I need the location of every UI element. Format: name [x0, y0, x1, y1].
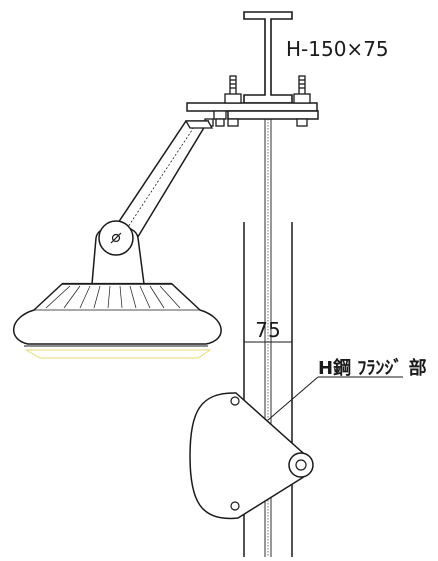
dimension-label: 75 [255, 318, 280, 342]
luminaire-fins [45, 285, 181, 309]
luminaire-head [12, 282, 222, 359]
flange-label: H鋼 ﾌﾗﾝｼﾞ 部 [318, 357, 427, 379]
light-glow [24, 349, 212, 359]
pivot-knuckle [91, 220, 145, 285]
dimension-75: 75 [244, 318, 292, 343]
clamp-bolt-right [293, 75, 311, 127]
clamp-plate [186, 102, 319, 120]
h-beam [243, 11, 293, 104]
beam-size-label: H-150×75 [286, 37, 389, 61]
clamp-bolt-left [224, 75, 242, 127]
flange-leader [267, 376, 403, 421]
mounting-plate [189, 392, 314, 520]
support-arm [110, 120, 214, 241]
